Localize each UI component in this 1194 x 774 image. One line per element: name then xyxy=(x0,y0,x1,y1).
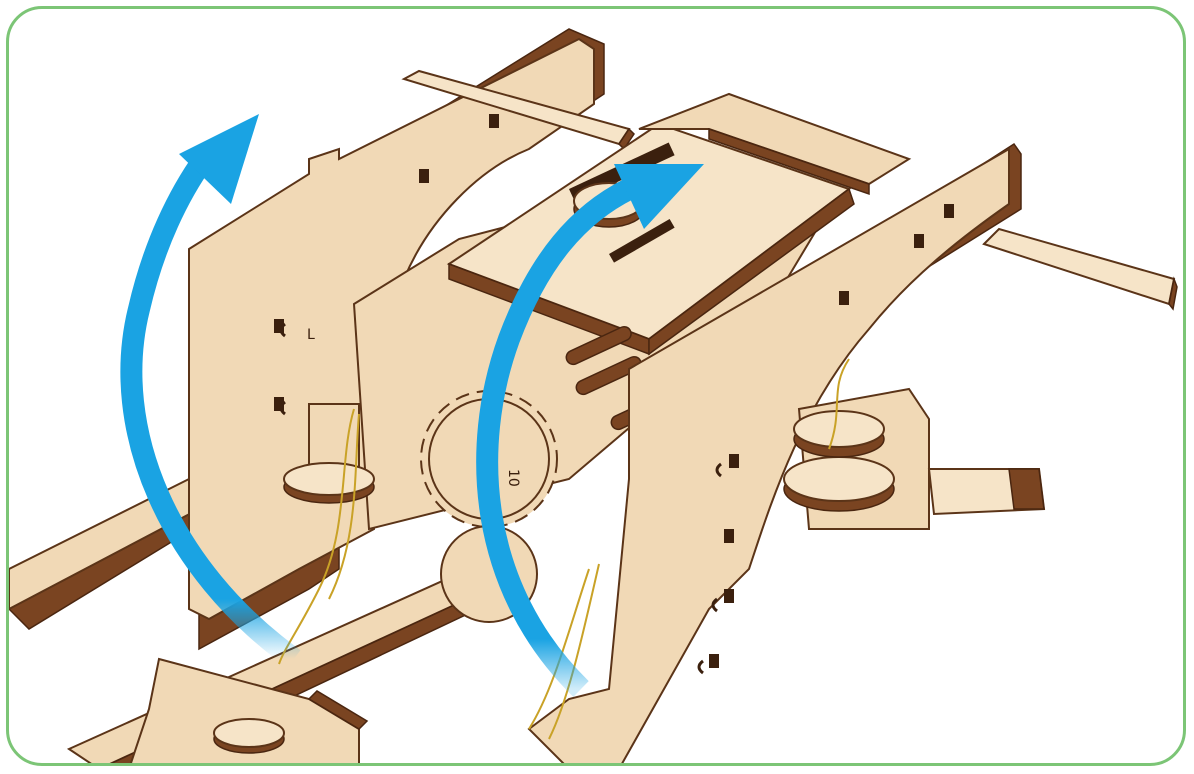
axle-front xyxy=(984,229,1177,309)
left-panel-label: L xyxy=(307,327,315,343)
gear-label: 10 xyxy=(505,469,521,487)
assembly-illustration: L 10 xyxy=(9,9,1186,766)
instruction-panel: L 10 xyxy=(6,6,1186,766)
